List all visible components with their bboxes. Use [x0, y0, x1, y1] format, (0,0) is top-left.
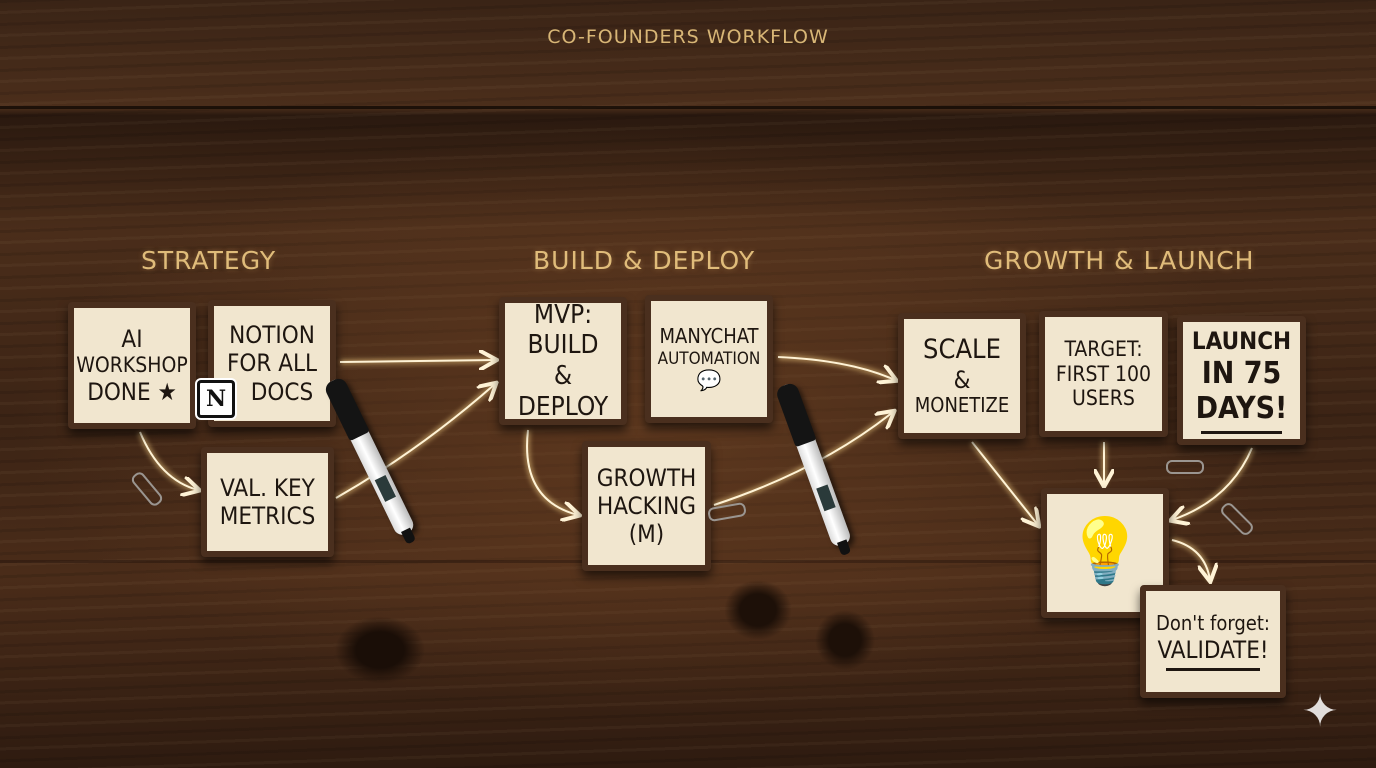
section-heading-strategy: STRATEGY [141, 246, 277, 275]
note-line: BUILD [527, 330, 599, 361]
note-line: GROWTH [596, 463, 697, 492]
note-line: MANYCHAT [659, 324, 759, 349]
note-line: (M) [628, 520, 665, 549]
arrow-manychat-to-scale [777, 356, 895, 380]
note-line: LAUNCH [1191, 327, 1292, 356]
note-line: WORKSHOP [76, 353, 188, 378]
note-line: Don't forget: [1156, 611, 1270, 636]
arrow-mvp-to-growth [526, 429, 578, 515]
note-mvp: MVP: BUILD & DEPLOY [499, 297, 627, 425]
note-ai-workshop: AI WORKSHOP DONE ★ [68, 302, 196, 429]
section-heading-growth: GROWTH & LAUNCH [984, 246, 1255, 275]
note-line: USERS [1072, 386, 1135, 411]
chat-bubble-icon: 💬 [696, 368, 722, 393]
arrow-notion-to-mvp [339, 360, 495, 362]
note-line: HACKING [596, 491, 697, 520]
arrow-val-to-mvp [335, 384, 495, 499]
note-growth-hacking: GROWTH HACKING (M) [582, 441, 711, 571]
note-line: TARGET: [1064, 336, 1143, 361]
note-manychat: MANYCHAT AUTOMATION 💬 [645, 295, 773, 423]
note-val-key-metrics: VAL. KEY METRICS [201, 447, 334, 557]
note-line: MONETIZE [914, 393, 1010, 418]
note-line: DONE ★ [87, 377, 177, 406]
note-target-users: TARGET: FIRST 100 USERS [1039, 311, 1168, 437]
note-line: & [953, 365, 971, 394]
note-scale-monetize: SCALE & MONETIZE [898, 313, 1026, 439]
lightbulb-icon: 💡 [1065, 515, 1145, 590]
note-line: SCALE [923, 334, 1001, 366]
note-launch-75-days: LAUNCH IN 75 DAYS! [1177, 316, 1306, 445]
note-line: AUTOMATION [657, 348, 761, 369]
sparkle-icon: ✦ [1301, 686, 1339, 737]
paperclip-icon [1166, 460, 1204, 474]
arrow-scale-to-idea [971, 441, 1038, 525]
note-line: VALIDATE! [1157, 635, 1269, 664]
note-line: DEPLOY [517, 391, 609, 422]
notion-logo-icon: N [197, 380, 235, 418]
arrow-idea-to-validate [1171, 539, 1210, 580]
note-line: & [553, 361, 573, 391]
arrow-launch-to-idea [1172, 447, 1253, 520]
note-line: DOCS [250, 377, 314, 406]
note-line: METRICS [219, 502, 316, 530]
board-title: CO-FOUNDERS WORKFLOW [547, 26, 829, 48]
note-line: DAYS! [1195, 391, 1288, 427]
wood-seam [0, 106, 1376, 109]
note-line: AI [121, 324, 143, 353]
note-validate: Don't forget: VALIDATE! [1140, 585, 1286, 698]
note-line: IN 75 [1201, 355, 1282, 391]
note-line: FOR ALL [226, 349, 318, 378]
note-line: VAL. KEY [220, 473, 315, 502]
underline [1166, 667, 1260, 671]
note-line: MVP: [533, 299, 593, 330]
note-line: NOTION [229, 321, 315, 350]
arrow-ai-to-val [139, 431, 198, 490]
section-heading-build: BUILD & DEPLOY [533, 246, 756, 275]
note-line: FIRST 100 [1055, 361, 1152, 386]
underline [1200, 430, 1283, 434]
